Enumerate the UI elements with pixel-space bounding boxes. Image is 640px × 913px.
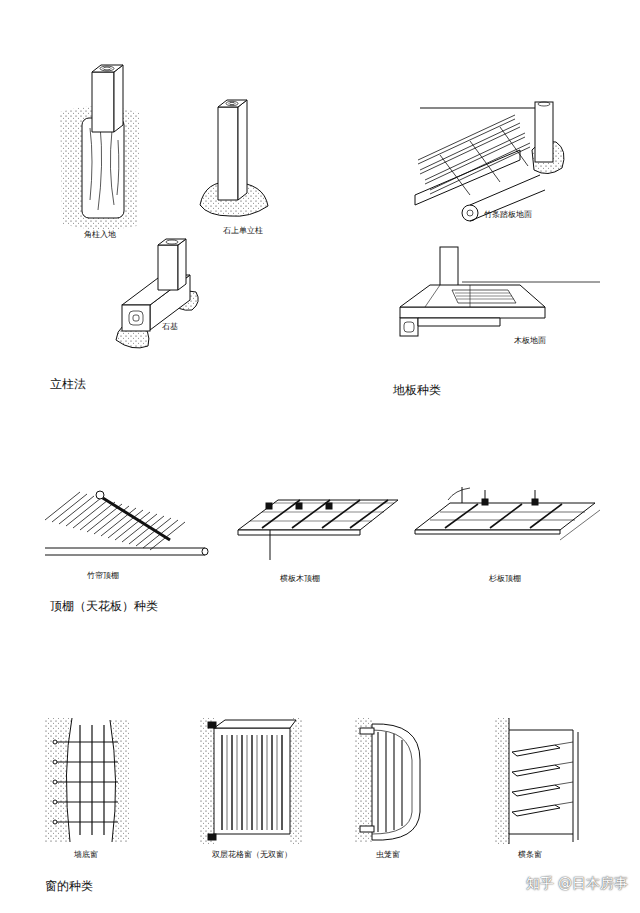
louver-window bbox=[495, 718, 578, 844]
part-caption: 横条窗 bbox=[518, 850, 542, 860]
batten-ceiling bbox=[238, 500, 398, 560]
part-caption: 竹条踏板地面 bbox=[484, 210, 532, 220]
double-slat-window bbox=[200, 718, 302, 844]
part-caption: 石基 bbox=[162, 322, 178, 332]
insect-cage-window bbox=[355, 718, 420, 842]
section-title: 窗的种类 bbox=[45, 879, 93, 893]
part-caption: 木板地面 bbox=[514, 336, 546, 346]
bamboo-floor bbox=[415, 102, 564, 221]
part-caption: 杉板顶棚 bbox=[489, 574, 521, 584]
section-title: 地板种类 bbox=[393, 383, 441, 397]
part-caption: 双层花格窗（无双窗） bbox=[212, 850, 292, 860]
part-caption: 横板木顶棚 bbox=[280, 574, 320, 584]
section-title: 立柱法 bbox=[50, 377, 86, 391]
bamboo-ceiling bbox=[45, 491, 208, 555]
stone-base-beam bbox=[116, 239, 198, 348]
part-caption: 竹帘顶棚 bbox=[87, 571, 119, 581]
wood-floor bbox=[400, 247, 600, 336]
post-on-stone bbox=[200, 100, 268, 216]
hung-ceiling bbox=[415, 487, 600, 540]
part-caption: 墙底窗 bbox=[74, 850, 98, 860]
part-caption: 石上单立柱 bbox=[223, 226, 263, 236]
lath-window bbox=[45, 718, 130, 842]
buried-post bbox=[60, 65, 140, 230]
part-caption: 角柱入地 bbox=[84, 230, 116, 240]
part-caption: 虫笼窗 bbox=[376, 850, 400, 860]
section-title: 顶棚（天花板）种类 bbox=[50, 599, 158, 613]
watermark: 知乎 @日本房事 bbox=[526, 875, 628, 892]
